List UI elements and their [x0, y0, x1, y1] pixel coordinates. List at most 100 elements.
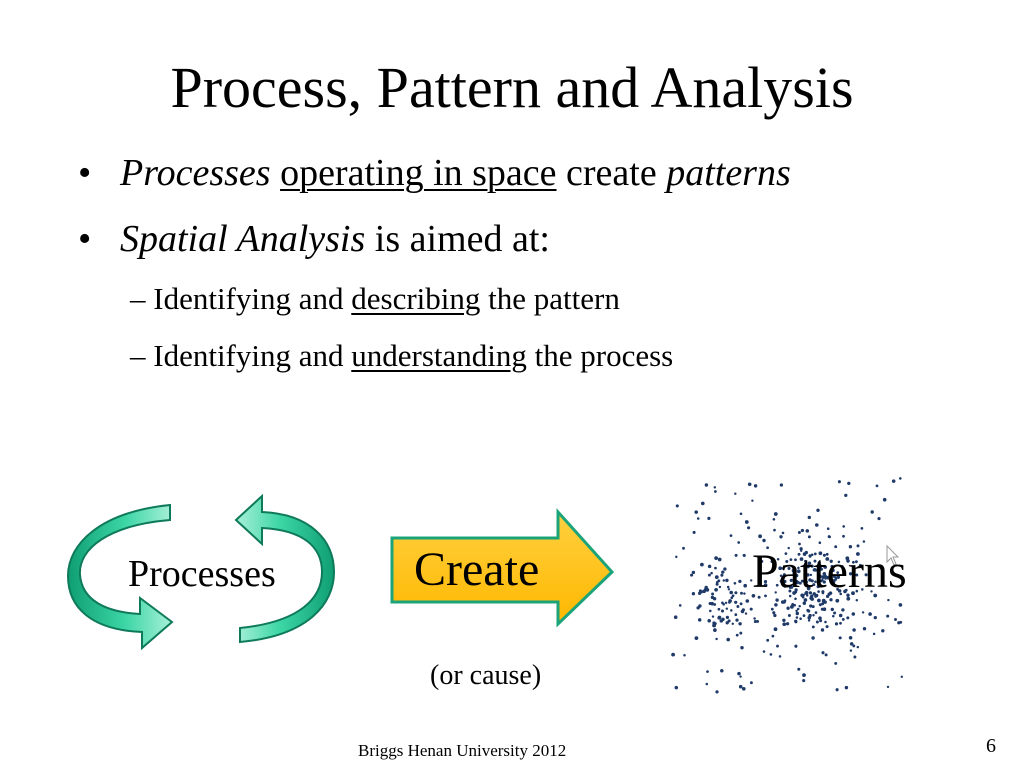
pattern-dot [802, 673, 806, 677]
pattern-dot [839, 621, 842, 625]
pattern-dot [694, 510, 698, 514]
pattern-dot [763, 583, 768, 588]
pattern-dot [822, 553, 826, 557]
pattern-dot [899, 477, 902, 480]
bullet-2-part-1: Spatial Analysis [120, 218, 366, 260]
pattern-dot [886, 685, 890, 689]
pattern-dot [877, 517, 881, 521]
pattern-dot [834, 545, 838, 549]
pattern-dot [774, 591, 777, 594]
page-number: 6 [986, 735, 996, 757]
pattern-dot [855, 589, 859, 593]
pattern-dot [813, 552, 817, 556]
pattern-dot [749, 607, 753, 611]
pattern-dot [852, 644, 856, 648]
pattern-dot [861, 588, 864, 591]
pattern-dot [855, 573, 859, 577]
pattern-dot [713, 486, 717, 489]
pattern-dot [841, 608, 845, 612]
pattern-dot [790, 605, 794, 609]
pattern-dot [798, 542, 801, 546]
pattern-dot [769, 653, 773, 656]
pattern-dot [778, 566, 782, 570]
pattern-dot [704, 483, 709, 487]
pattern-dot [772, 611, 776, 615]
pattern-dot [773, 613, 777, 618]
pattern-dot [794, 619, 798, 623]
pattern-dot [817, 590, 820, 593]
pattern-dot [811, 636, 815, 640]
cycle-arrows-icon [66, 493, 336, 651]
pattern-dot [786, 606, 790, 610]
pattern-dot [730, 609, 733, 612]
pattern-dot [817, 583, 822, 588]
pattern-dot [787, 614, 791, 617]
pattern-dot [821, 590, 825, 594]
pattern-dot [847, 481, 851, 486]
pattern-dot [827, 592, 831, 596]
pattern-dot [830, 564, 834, 568]
pattern-dot [802, 679, 806, 683]
pattern-dot [856, 552, 860, 556]
pattern-dot [691, 570, 696, 575]
pattern-dot [797, 566, 800, 570]
pattern-dot [743, 592, 746, 595]
pattern-dot [811, 625, 815, 629]
pattern-dot [776, 644, 779, 648]
pattern-dot [747, 526, 751, 530]
bullet-marker: • [78, 152, 92, 194]
pattern-dot [760, 559, 764, 563]
pattern-dot [851, 591, 855, 596]
pattern-dot [848, 572, 853, 576]
pattern-dot [731, 594, 735, 598]
pattern-dot [849, 649, 853, 652]
pattern-dot [671, 652, 675, 657]
pattern-dot [699, 590, 703, 594]
pattern-dot [675, 555, 678, 559]
pattern-dot [737, 541, 741, 544]
pattern-dot [873, 593, 878, 598]
pattern-dot [770, 607, 774, 611]
pattern-dot [796, 569, 801, 574]
pattern-dot [697, 618, 702, 622]
pattern-dot [833, 611, 837, 615]
pattern-dot [794, 558, 797, 562]
pattern-dot [816, 508, 820, 512]
pattern-dot [814, 593, 819, 598]
pattern-dot [835, 688, 839, 692]
pattern-dot [789, 578, 793, 583]
pattern-dot [837, 560, 841, 564]
pattern-dot [709, 609, 712, 613]
pattern-dot [717, 557, 722, 562]
pattern-dot [804, 550, 808, 555]
pattern-dot [809, 604, 813, 608]
pattern-dot [799, 547, 803, 551]
pattern-dot [887, 598, 890, 602]
pattern-dot [744, 612, 748, 615]
pattern-dot [811, 605, 815, 609]
pattern-dot [714, 490, 717, 493]
pattern-dot [855, 598, 859, 602]
pattern-dot [753, 484, 758, 488]
pattern-dot [785, 622, 790, 626]
pattern-dot [846, 596, 851, 601]
pattern-dot [734, 492, 737, 495]
pattern-dot [812, 614, 815, 617]
pattern-dot [829, 559, 833, 563]
pattern-dot [710, 601, 714, 606]
pattern-dot [773, 512, 778, 516]
pattern-dot [802, 601, 807, 605]
pattern-dot [848, 545, 853, 549]
pattern-dot [739, 675, 742, 678]
pattern-dot [705, 682, 709, 686]
pattern-dot [810, 594, 814, 598]
pattern-dot [717, 607, 721, 611]
pattern-dot [812, 583, 816, 587]
pattern-dot [810, 564, 814, 568]
pattern-dot [800, 528, 805, 533]
subbullet-2-part-1: Identifying and [145, 338, 352, 373]
pattern-dot [772, 517, 776, 521]
pattern-dot [727, 588, 731, 591]
pattern-dot [855, 560, 858, 564]
pattern-dot [776, 557, 780, 561]
